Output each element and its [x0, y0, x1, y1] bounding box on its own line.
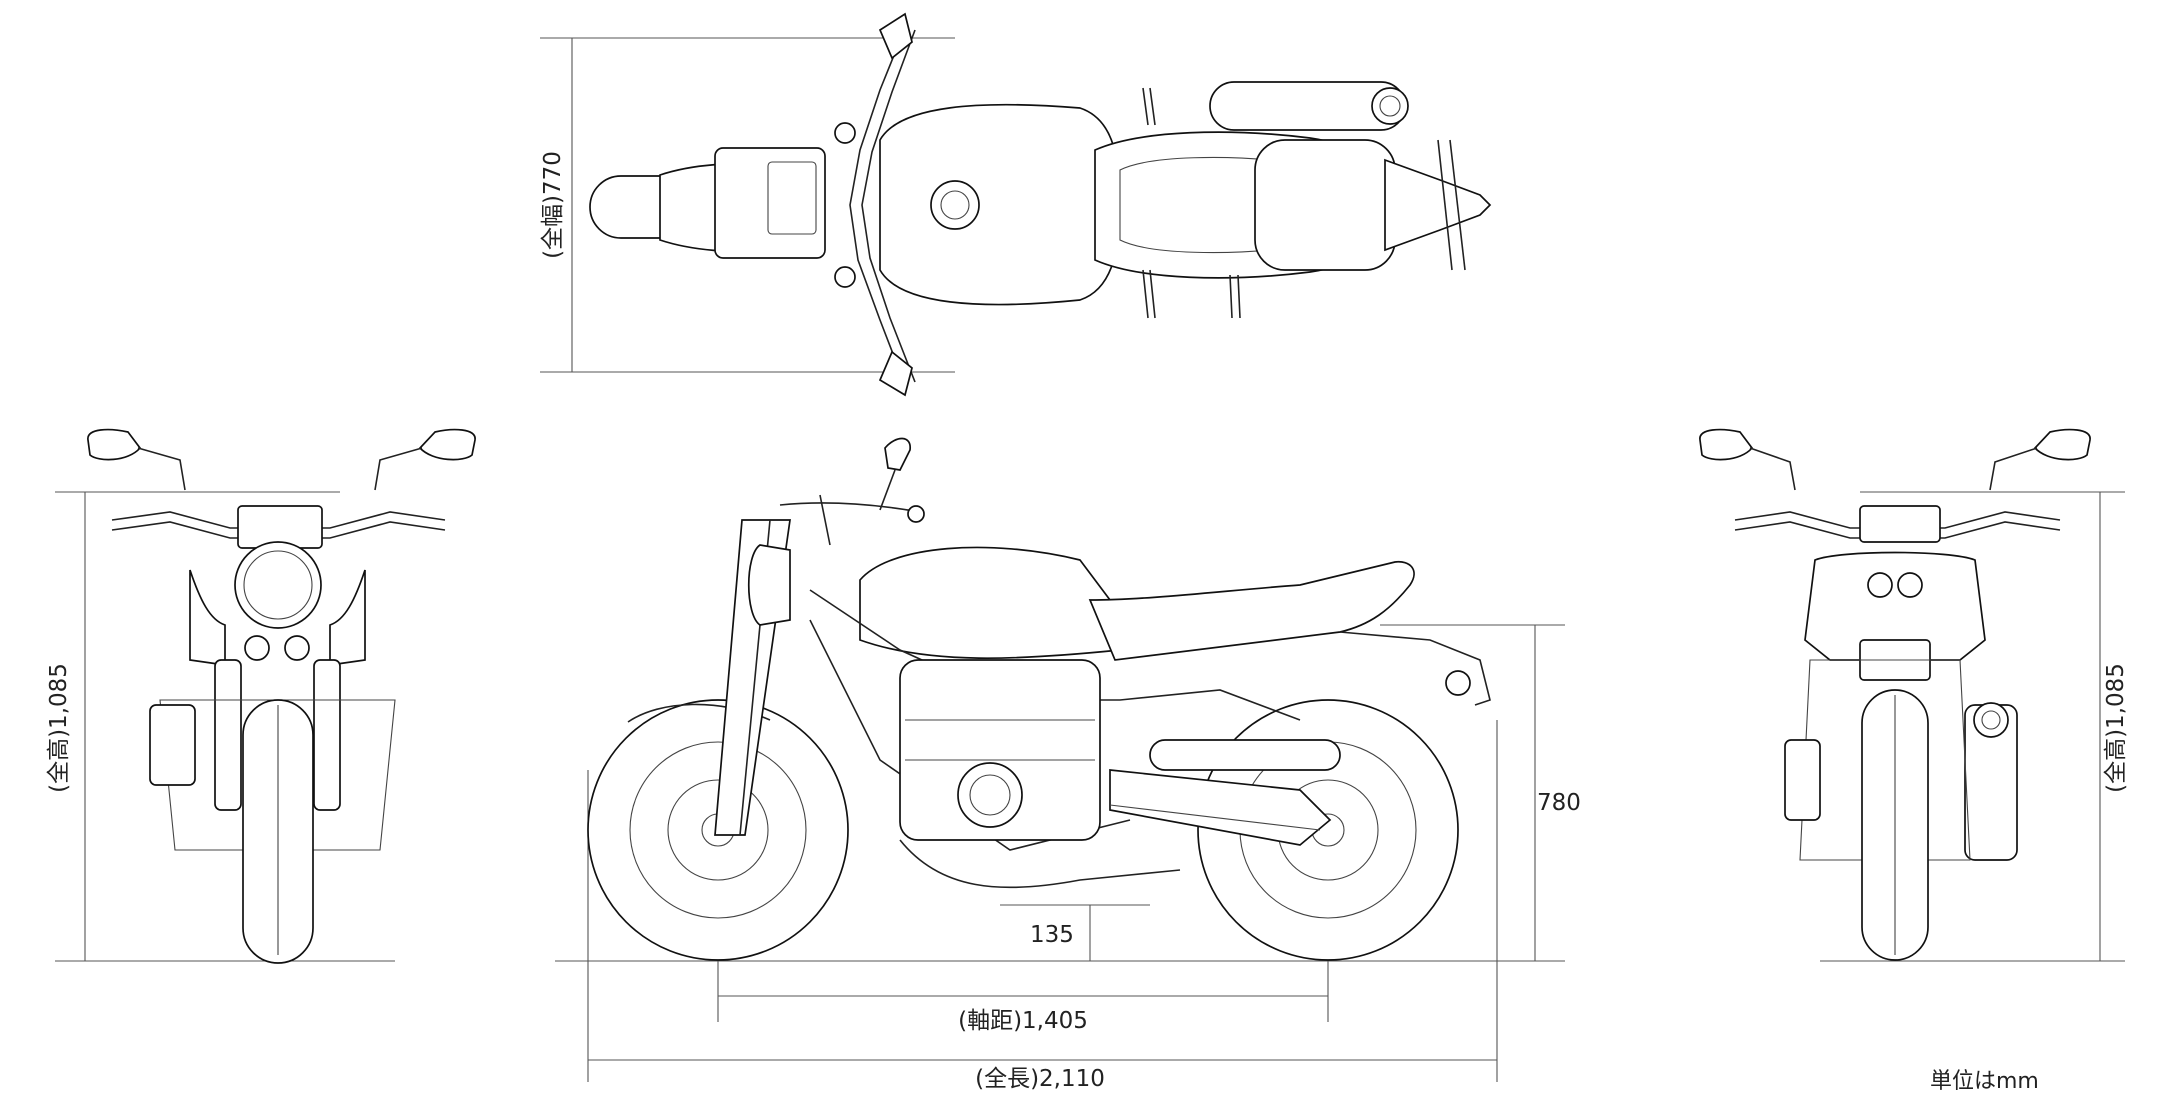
side-view: 780 135 (軸距)1,405 (全長)2,110: [555, 437, 1581, 1092]
overall-length-label: (全長)2,110: [975, 1066, 1105, 1092]
top-view: (全幅)770: [540, 12, 1492, 397]
unit-note: 単位はmm: [1930, 1069, 2039, 1094]
seat-height-label: 780: [1537, 790, 1581, 816]
overall-width-label: (全幅)770: [540, 151, 566, 259]
ground-clearance-label: 135: [1030, 922, 1074, 948]
front-view: (全高)1,085: [46, 428, 476, 964]
rear-view: (全高)1,085: [1699, 428, 2129, 962]
overall-height-rear-label: (全高)1,085: [2103, 663, 2129, 793]
wheelbase-label: (軸距)1,405: [958, 1008, 1088, 1034]
overall-height-front-label: (全高)1,085: [46, 663, 72, 793]
